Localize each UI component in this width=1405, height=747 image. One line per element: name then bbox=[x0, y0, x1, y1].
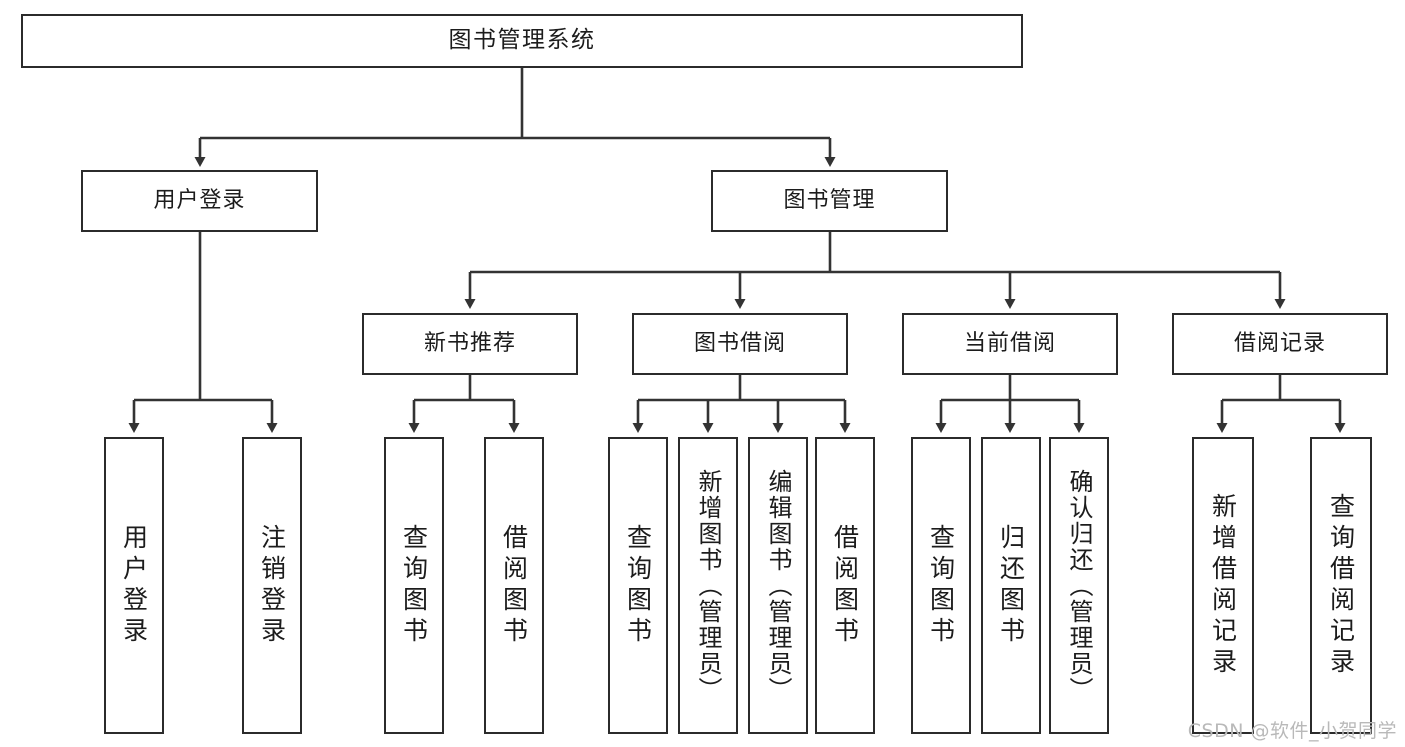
node-label: 新增借阅记录 bbox=[1208, 492, 1238, 679]
node-book-management[interactable]: 图书管理 bbox=[711, 170, 948, 232]
node-root-library-management-system[interactable]: 图书管理系统 bbox=[21, 14, 1023, 68]
leaf-current-borrow-return-book[interactable]: 归还图书 bbox=[981, 437, 1041, 734]
node-borrow-records[interactable]: 借阅记录 bbox=[1172, 313, 1388, 375]
node-user-login[interactable]: 用户登录 bbox=[81, 170, 318, 232]
node-new-book-recommend[interactable]: 新书推荐 bbox=[362, 313, 578, 375]
node-label: 借阅图书 bbox=[499, 523, 529, 648]
leaf-current-borrow-confirm-return-admin[interactable]: 确认归还（管理员） bbox=[1049, 437, 1109, 734]
node-label: 新增图书（管理员） bbox=[694, 468, 722, 703]
node-label: 图书管理 bbox=[783, 188, 876, 214]
node-label: 新书推荐 bbox=[423, 331, 516, 357]
leaf-borrow-records-add-record[interactable]: 新增借阅记录 bbox=[1192, 437, 1254, 734]
leaf-book-borrow-query-book[interactable]: 查询图书 bbox=[608, 437, 668, 734]
node-label: 当前借阅 bbox=[963, 331, 1056, 357]
leaf-user-login-login[interactable]: 用户登录 bbox=[104, 437, 164, 734]
node-label: 确认归还（管理员） bbox=[1065, 468, 1093, 703]
node-label: 注销登录 bbox=[257, 523, 287, 648]
leaf-book-borrow-add-book-admin[interactable]: 新增图书（管理员） bbox=[678, 437, 738, 734]
node-label: 借阅记录 bbox=[1233, 331, 1326, 357]
leaf-borrow-records-query-record[interactable]: 查询借阅记录 bbox=[1310, 437, 1372, 734]
leaf-new-book-query-book[interactable]: 查询图书 bbox=[384, 437, 444, 734]
node-label: 查询图书 bbox=[926, 523, 956, 648]
leaf-current-borrow-query-book[interactable]: 查询图书 bbox=[911, 437, 971, 734]
node-book-borrow[interactable]: 图书借阅 bbox=[632, 313, 848, 375]
node-label: 编辑图书（管理员） bbox=[764, 468, 792, 703]
node-label: 图书借阅 bbox=[693, 331, 786, 357]
node-label: 用户登录 bbox=[153, 188, 246, 214]
node-label: 查询图书 bbox=[623, 523, 653, 648]
leaf-book-borrow-edit-book-admin[interactable]: 编辑图书（管理员） bbox=[748, 437, 808, 734]
node-current-borrow[interactable]: 当前借阅 bbox=[902, 313, 1118, 375]
node-label: 图书管理系统 bbox=[448, 27, 596, 54]
node-label: 查询图书 bbox=[399, 523, 429, 648]
node-label: 归还图书 bbox=[996, 523, 1026, 648]
node-label: 借阅图书 bbox=[830, 523, 860, 648]
node-label: 查询借阅记录 bbox=[1326, 492, 1356, 679]
leaf-new-book-borrow-book[interactable]: 借阅图书 bbox=[484, 437, 544, 734]
leaf-user-login-logout[interactable]: 注销登录 bbox=[242, 437, 302, 734]
leaf-book-borrow-borrow-book[interactable]: 借阅图书 bbox=[815, 437, 875, 734]
node-label: 用户登录 bbox=[119, 523, 149, 648]
